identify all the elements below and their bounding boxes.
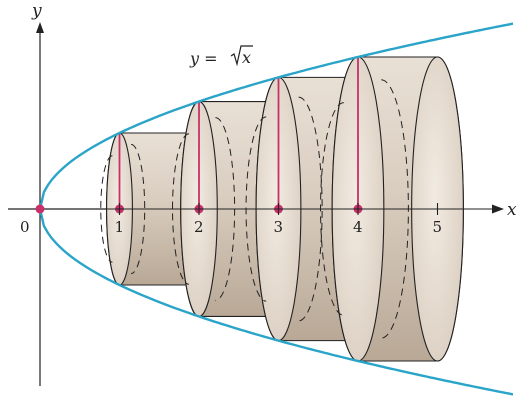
hidden-arc <box>131 143 146 275</box>
origin-label: 0 <box>20 218 30 236</box>
tick-label-2: 2 <box>194 218 204 236</box>
x-axis-ticks: 1 2 3 4 5 <box>115 203 443 236</box>
tick-label-1: 1 <box>115 218 125 236</box>
curve-equation-label: y = x <box>189 45 253 68</box>
hidden-arc <box>172 133 190 285</box>
origin-point <box>35 204 45 214</box>
equation-radicand: x <box>242 48 251 67</box>
x-axis-arrow <box>40 204 504 214</box>
tick-label-3: 3 <box>274 218 284 236</box>
tick-label-4: 4 <box>353 218 363 236</box>
radical-sign <box>230 45 253 67</box>
svg-text:y =: y = <box>189 49 218 68</box>
equation-prefix: y = <box>189 49 218 68</box>
y-axis-label: y <box>31 1 42 21</box>
tick-label-5: 5 <box>433 218 443 236</box>
x-axis-label: x <box>507 200 517 220</box>
hidden-arc <box>298 96 323 322</box>
